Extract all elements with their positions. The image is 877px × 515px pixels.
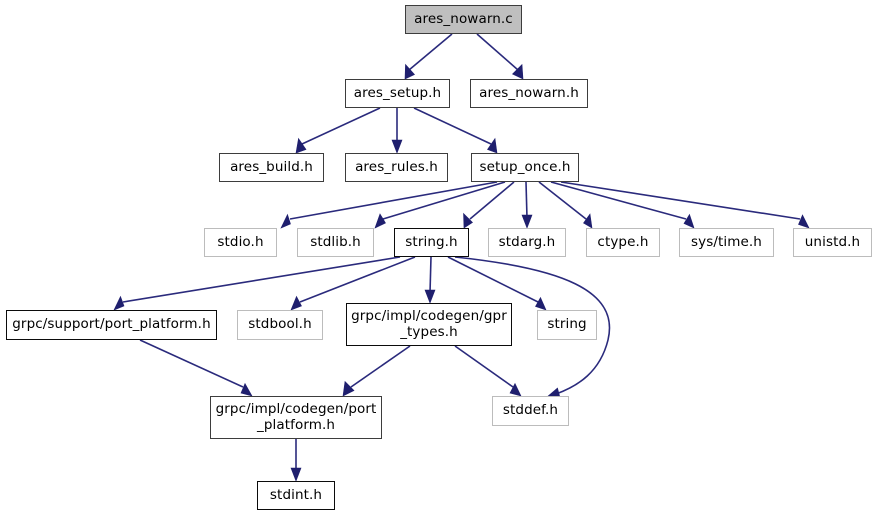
node-stdio-h[interactable]: stdio.h [204,228,277,257]
edge-grpc_codegen_pp_h-to-stdint_h [290,439,302,482]
edge-setup_once_h-to-sys_time_h [550,181,695,229]
node-string[interactable]: string [537,310,597,340]
edge-setup_once_h-to-stdarg_h [521,181,533,229]
node-stdarg-h[interactable]: stdarg.h [488,228,566,257]
edge-setup_once_h-to-ctype_h [538,181,593,229]
edge-ares_nowarn_c-to-ares_setup_h [404,33,453,80]
edge-gpr_types_h-to-stddef_h [454,345,522,397]
node-setup-once-h[interactable]: setup_once.h [471,153,579,182]
node-ares-rules-h[interactable]: ares_rules.h [345,153,448,182]
node-grpc-impl-codegen-port-platform-h[interactable]: grpc/impl/codegen/port _platform.h [210,396,382,439]
node-stdlib-h[interactable]: stdlib.h [297,228,374,257]
node-ares-nowarn-h[interactable]: ares_nowarn.h [470,79,588,108]
edge-setup_once_h-to-stdlib_h [374,181,506,229]
edge-ares_setup_h-to-setup_once_h [413,107,498,154]
node-ctype-h[interactable]: ctype.h [586,228,660,257]
node-stddef-h[interactable]: stddef.h [492,396,569,426]
node-ares-setup-h[interactable]: ares_setup.h [345,79,450,108]
edge-ares_nowarn_c-to-ares_nowarn_h [476,33,524,80]
edge-string_h-to-grpc_support_pp_h [113,256,401,311]
edge-ares_setup_h-to-ares_rules_h [391,108,403,154]
edge-string_h-to-string_cpp [447,256,547,311]
edge-grpc_support_pp_h-to-grpc_codegen_pp_h [139,339,253,397]
edge-ares_setup_h-to-ares_build_h [295,107,381,154]
node-grpc-impl-codegen-gpr-types-h[interactable]: grpc/impl/codegen/gpr _types.h [346,303,512,346]
node-stdint-h[interactable]: stdint.h [257,481,335,510]
edge-string_h-to-gpr_types_h [424,256,436,304]
node-stdbool-h[interactable]: stdbool.h [237,310,323,340]
node-ares-nowarn-c[interactable]: ares_nowarn.c [405,5,522,34]
edge-string_h-to-stdbool_h [290,256,416,311]
node-grpc-support-port-platform-h[interactable]: grpc/support/port_platform.h [6,310,217,340]
edge-gpr_types_h-to-grpc_codegen_pp_h [342,345,411,397]
node-string-h[interactable]: string.h [394,228,469,257]
edge-setup_once_h-to-stdio_h [280,181,498,229]
node-ares-build-h[interactable]: ares_build.h [219,153,324,182]
node-sys-time-h[interactable]: sys/time.h [679,228,774,257]
node-unistd-h[interactable]: unistd.h [793,228,872,257]
edge-setup_once_h-to-string_h [463,181,515,229]
edge-setup_once_h-to-unistd_h [560,181,810,229]
